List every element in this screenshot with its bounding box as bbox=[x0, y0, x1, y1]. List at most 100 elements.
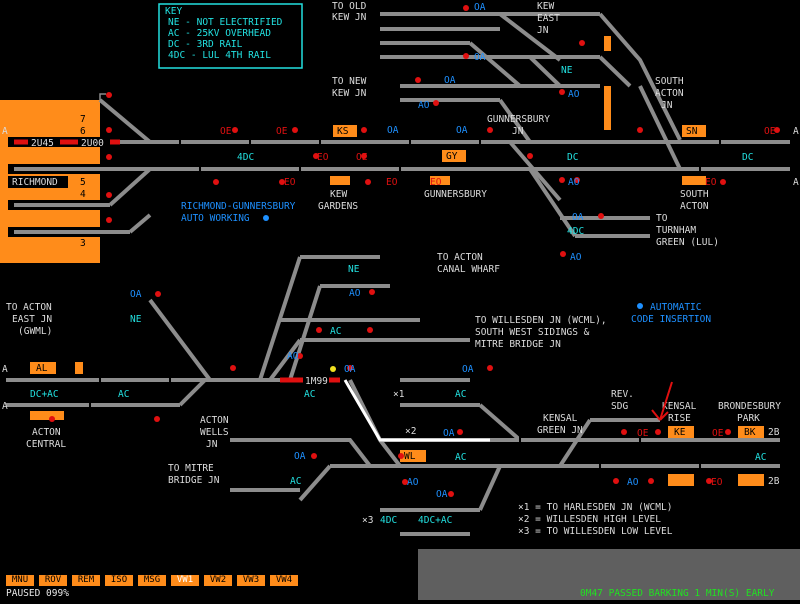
platform-gy bbox=[442, 150, 466, 162]
svg-text:AO: AO bbox=[349, 288, 361, 299]
platform-5: 5 bbox=[80, 177, 86, 188]
platform-ke-label: KE bbox=[674, 427, 686, 438]
label-to-acton-east-3: (GWML) bbox=[18, 326, 52, 337]
key-box bbox=[158, 3, 303, 69]
edge-2b-east-2: 2B bbox=[768, 476, 780, 487]
svg-text:OE: OE bbox=[764, 126, 776, 137]
svg-text:OA: OA bbox=[462, 364, 474, 375]
elec-ac-willesden: AC bbox=[330, 326, 341, 337]
edge-a-richmond: A bbox=[2, 126, 8, 137]
label-auto-working-2: AUTO WORKING bbox=[181, 213, 250, 224]
platform-7: 7 bbox=[80, 114, 86, 125]
train-2u00[interactable]: 2U00 bbox=[81, 138, 104, 149]
label-kensal-green-2: GREEN JN bbox=[537, 425, 583, 436]
vw1-button[interactable]: VW1 bbox=[171, 575, 199, 586]
label-brondesbury: BRONDESBURY bbox=[718, 401, 781, 412]
svg-text:OA: OA bbox=[474, 2, 486, 13]
label-south-acton-jn-2: ACTON bbox=[655, 88, 684, 99]
label-kew-east: KEW bbox=[537, 1, 554, 12]
label-south-acton-jn: SOUTH bbox=[655, 76, 684, 87]
mnu-button[interactable]: MNU bbox=[6, 575, 34, 586]
vw3-button[interactable]: VW3 bbox=[237, 575, 265, 586]
edge-a-lower-west-2: A bbox=[2, 401, 8, 412]
key-title: KEY bbox=[165, 6, 182, 17]
svg-text:OA: OA bbox=[130, 289, 142, 300]
yellow-signal-1m99[interactable] bbox=[330, 366, 336, 372]
elec-ac-mitre-bridge: AC bbox=[290, 476, 301, 487]
label-x1: ×1 bbox=[393, 389, 405, 400]
vw2-button[interactable]: VW2 bbox=[204, 575, 232, 586]
platform-3: 3 bbox=[80, 238, 86, 249]
svg-text:AO: AO bbox=[570, 252, 582, 263]
elec-ac-west: AC bbox=[118, 389, 129, 400]
key-line-ac: AC - 25KV OVERHEAD bbox=[168, 28, 271, 39]
label-to-mitre-bridge-2: BRIDGE JN bbox=[168, 475, 220, 486]
richmond-label: RICHMOND bbox=[12, 177, 58, 188]
platform-al-label: AL bbox=[36, 363, 48, 374]
label-to-new-kew-2: KEW JN bbox=[332, 88, 367, 99]
lower-tracks: 1M99 bbox=[6, 255, 780, 536]
platform-south-acton bbox=[682, 176, 706, 185]
pointer-arrow-icon bbox=[651, 381, 673, 421]
elec-ne-canal: NE bbox=[348, 264, 360, 275]
toolbar: MNU ROV REM ISO MSG VW1 VW2 VW3 VW4 bbox=[6, 575, 298, 586]
signals[interactable] bbox=[49, 5, 780, 497]
label-kew-gardens-2: GARDENS bbox=[318, 201, 358, 212]
label-kensal-rise-2: RISE bbox=[668, 413, 691, 424]
msg-button[interactable]: MSG bbox=[138, 575, 166, 586]
vw4-button[interactable]: VW4 bbox=[270, 575, 298, 586]
platform-gy-label: GY bbox=[446, 151, 458, 162]
svg-text:OA: OA bbox=[572, 212, 584, 223]
label-to-acton-canal-2: CANAL WHARF bbox=[437, 264, 500, 275]
platform-willesden-hl bbox=[400, 450, 426, 462]
platform-sn-label: SN bbox=[686, 126, 698, 137]
platform-4: 4 bbox=[80, 189, 86, 200]
platform-ke bbox=[668, 426, 694, 438]
label-auto-code: AUTOMATIC bbox=[650, 302, 701, 313]
label-auto-working: RICHMOND-GUNNERSBURY bbox=[181, 201, 296, 212]
rem-button[interactable]: REM bbox=[72, 575, 100, 586]
svg-text:EO: EO bbox=[284, 177, 296, 188]
edge-a-upper-east-2: A bbox=[793, 177, 799, 188]
svg-text:EO: EO bbox=[317, 152, 329, 163]
label-x3: ×3 bbox=[362, 515, 373, 526]
svg-text:AO: AO bbox=[418, 100, 430, 111]
upper-tracks: 2U45 2U00 bbox=[0, 12, 790, 263]
label-kew-east-2: EAST bbox=[537, 13, 560, 24]
status-message: 0M47 PASSED BARKING 1 MIN(S) EARLY bbox=[580, 588, 775, 599]
label-gunnersbury-jn-2: JN bbox=[512, 126, 524, 137]
label-kew-gardens: KEW bbox=[330, 189, 347, 200]
elec-dc-ac-acton-central: DC+AC bbox=[30, 389, 59, 400]
iso-button[interactable]: ISO bbox=[105, 575, 133, 586]
label-to-mitre-bridge: TO MITRE bbox=[168, 463, 214, 474]
label-rev-sdg-2: SDG bbox=[611, 401, 628, 412]
label-to-old-kew: TO OLD bbox=[332, 1, 367, 12]
platform-gunnersbury bbox=[430, 176, 450, 185]
label-south-acton-jn-3: JN bbox=[661, 100, 673, 111]
platform-al bbox=[30, 362, 56, 374]
elec-ac-mid: AC bbox=[304, 389, 315, 400]
sim-speed-status: PAUSED 099% bbox=[6, 588, 69, 599]
elec-4dc-ac: 4DC+AC bbox=[418, 515, 452, 526]
svg-text:OA: OA bbox=[436, 489, 448, 500]
svg-text:EO: EO bbox=[430, 177, 442, 188]
rov-button[interactable]: ROV bbox=[39, 575, 67, 586]
elec-4dc-upper: 4DC bbox=[237, 152, 254, 163]
label-to-old-kew-2: KEW JN bbox=[332, 12, 367, 23]
note-x1: ×1 = TO HARLESDEN JN (WCML) bbox=[518, 502, 672, 513]
svg-text:OE: OE bbox=[356, 152, 368, 163]
label-south-acton: SOUTH bbox=[680, 189, 709, 200]
svg-text:OA: OA bbox=[444, 75, 456, 86]
label-acton-central-2: CENTRAL bbox=[26, 439, 66, 450]
label-x2: ×2 bbox=[405, 426, 416, 437]
route-codes: OA OA OA AO AO OA OA AO AO OA OA AO AO O… bbox=[130, 2, 776, 500]
svg-text:OA: OA bbox=[387, 125, 399, 136]
svg-text:OE: OE bbox=[276, 126, 288, 137]
elec-dc-east: DC bbox=[742, 152, 753, 163]
train-1m99[interactable]: 1M99 bbox=[305, 376, 328, 387]
svg-text:OE: OE bbox=[637, 428, 649, 439]
label-kensal-rise: KENSAL bbox=[662, 401, 697, 412]
label-gunnersbury: GUNNERSBURY bbox=[424, 189, 487, 200]
train-2u45[interactable]: 2U45 bbox=[31, 138, 54, 149]
label-rev-sdg: REV. bbox=[611, 389, 634, 400]
